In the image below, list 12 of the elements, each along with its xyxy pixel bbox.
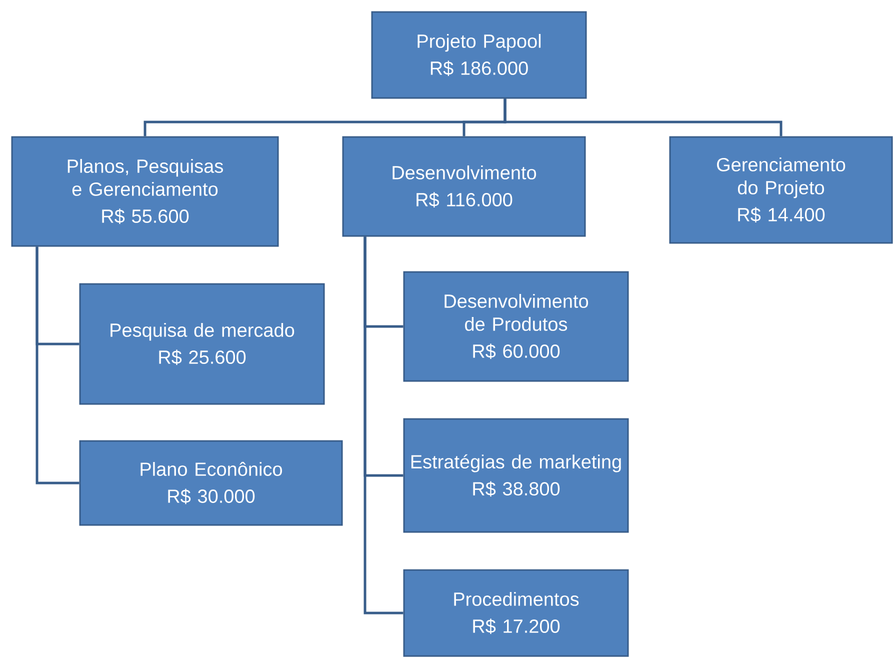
wbs-box: Pesquisa de mercado R$ 25.600	[79, 283, 325, 405]
wbs-box: Planos, Pesquisas e Gerenciamento R$ 55.600	[11, 136, 279, 247]
wbs-box: Procedimentos R$ 17.200	[403, 569, 629, 657]
wbs-box: Projeto Papool R$ 186.000	[371, 11, 587, 99]
wbs-box: Desenvolvimento R$ 116.000	[342, 136, 586, 237]
connector-line	[36, 246, 80, 484]
connector-line	[364, 236, 404, 614]
wbs-box: Plano Econônico R$ 30.000	[79, 440, 343, 526]
wbs-box: Gerenciamento do Projeto R$ 14.400	[669, 136, 893, 244]
wbs-box: Estratégias de marketing R$ 38.800	[403, 418, 629, 533]
wbs-box: Desenvolvimento de Produtos R$ 60.000	[403, 271, 629, 382]
connector-line	[504, 98, 782, 136]
